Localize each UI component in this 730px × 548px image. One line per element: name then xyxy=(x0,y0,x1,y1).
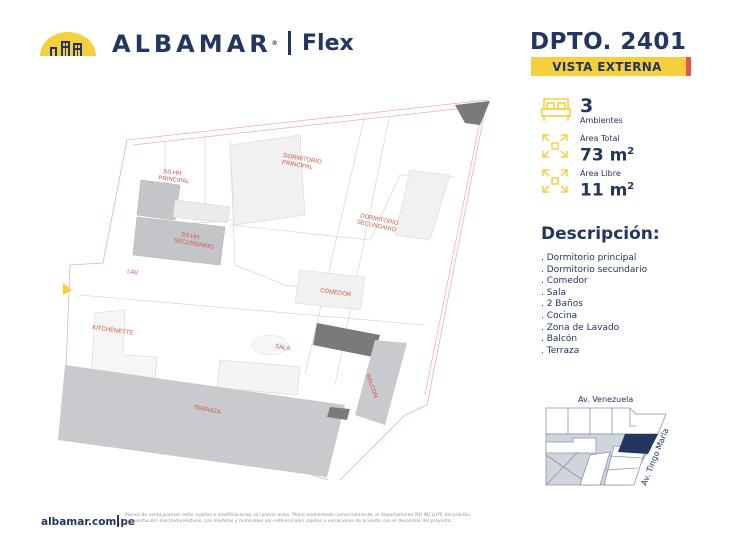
expand-area-icon xyxy=(542,169,568,193)
brand-name: ALBAMAR® xyxy=(112,30,278,58)
area-libre-value: 11 m2 xyxy=(580,180,635,201)
location-map: Av. Venezuela Av. Tingo María xyxy=(545,395,671,487)
stat-area-total: Área Total 73 m2 xyxy=(541,133,691,167)
sub-brand: Flex xyxy=(302,31,354,56)
list-item: . Zona de Lavado xyxy=(541,322,620,333)
disclaimer: Planos de venta podrían estar sujetos a … xyxy=(125,513,472,524)
view-badge: VISTA EXTERNA xyxy=(531,57,691,76)
list-item: . Balcón xyxy=(541,334,578,345)
expand-area-icon xyxy=(542,134,568,158)
badge-accent xyxy=(686,57,691,76)
view-badge-label: VISTA EXTERNA xyxy=(552,59,662,74)
svg-text:SS.HHPRINCIPAL: SS.HHPRINCIPAL xyxy=(158,169,191,186)
list-item: . Terraza xyxy=(541,345,580,356)
list-item: . Comedor xyxy=(541,276,588,287)
area-total-value: 73 m2 xyxy=(580,145,635,166)
svg-text:TERRAZA: TERRAZA xyxy=(193,405,222,416)
svg-text:COMEDOR: COMEDOR xyxy=(320,288,353,298)
list-item: . 2 Baños xyxy=(541,299,583,310)
list-item: . Dormitorio principal xyxy=(541,253,637,263)
street-top-label: Av. Venezuela xyxy=(578,395,633,404)
brand-divider xyxy=(288,31,291,55)
logo-sun-icon xyxy=(40,32,96,56)
unit-location-highlight xyxy=(618,434,658,454)
svg-text:LAV.: LAV. xyxy=(127,269,140,277)
svg-text:SALA: SALA xyxy=(275,344,291,352)
unit-title: DPTO. 2401 xyxy=(530,29,687,55)
list-item: . Dormitorio secundario xyxy=(541,264,648,275)
entry-marker-icon xyxy=(63,283,72,295)
list-item: . Sala xyxy=(541,287,566,298)
description-title: Descripción: xyxy=(541,224,660,244)
stat-ambientes: 3 Ambientes xyxy=(541,97,691,131)
footer-divider xyxy=(117,515,119,527)
description-list: . Dormitorio principal . Dormitorio secu… xyxy=(541,253,647,357)
bed-icon xyxy=(541,98,571,121)
brand-logo: ALBAMAR® Flex xyxy=(40,30,370,60)
stat-area-libre: Área Libre 11 m2 xyxy=(541,168,691,202)
svg-text:DORMITORIOSECUNDARIO: DORMITORIOSECUNDARIO xyxy=(356,213,399,234)
list-item: . Cocina xyxy=(541,310,578,321)
website-link[interactable]: albamar.com.pe xyxy=(41,516,135,528)
floor-plan: SS.HHPRINCIPAL DORMITORIOPRINCIPAL DORMI… xyxy=(58,99,490,480)
svg-text:KITCHENETTE: KITCHENETTE xyxy=(92,325,134,337)
